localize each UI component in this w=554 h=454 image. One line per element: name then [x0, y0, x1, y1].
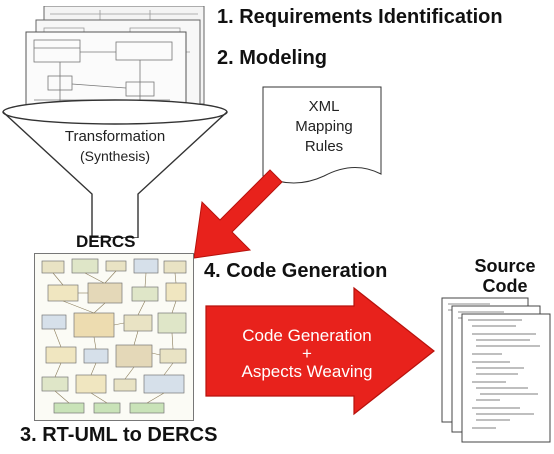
- funnel-subtitle: (Synthesis): [79, 148, 151, 164]
- arrow-down-left-icon: [193, 169, 283, 259]
- dercs-title: DERCS: [76, 232, 136, 251]
- funnel-title: Transformation: [64, 128, 166, 145]
- arrow-right-icon: [205, 286, 435, 416]
- arrow-text-line-1: Code Generation: [242, 326, 372, 345]
- step-2-label: 2. Modeling: [217, 47, 327, 69]
- source-code-pages: [440, 296, 552, 446]
- step-1-label: 1. Requirements Identification: [217, 6, 503, 28]
- diagonal-arrow: [188, 164, 288, 264]
- dercs-diagram-graphic: [34, 253, 194, 421]
- step-3-label: 3. RT-UML to DERCS: [20, 424, 218, 446]
- code-generation-arrow: Code Generation + Aspects Weaving: [204, 286, 436, 416]
- arrow-text-line-3: Aspects Weaving: [241, 362, 373, 381]
- xml-line-3: Rules: [304, 138, 344, 155]
- code-pages-graphic: [441, 297, 551, 443]
- xml-mapping-document: XML Mapping Rules: [262, 86, 386, 190]
- xml-line-1: XML: [308, 98, 340, 115]
- step-4-label: 4. Code Generation: [204, 260, 388, 282]
- xml-line-2: Mapping: [295, 118, 353, 135]
- transformation-funnel: [0, 98, 230, 239]
- dercs-diagram: [34, 253, 194, 421]
- arrow-text-line-2: +: [302, 344, 312, 363]
- source-code-title-line-1: Source: [474, 256, 536, 276]
- source-code-title-line-2: Code: [482, 276, 528, 296]
